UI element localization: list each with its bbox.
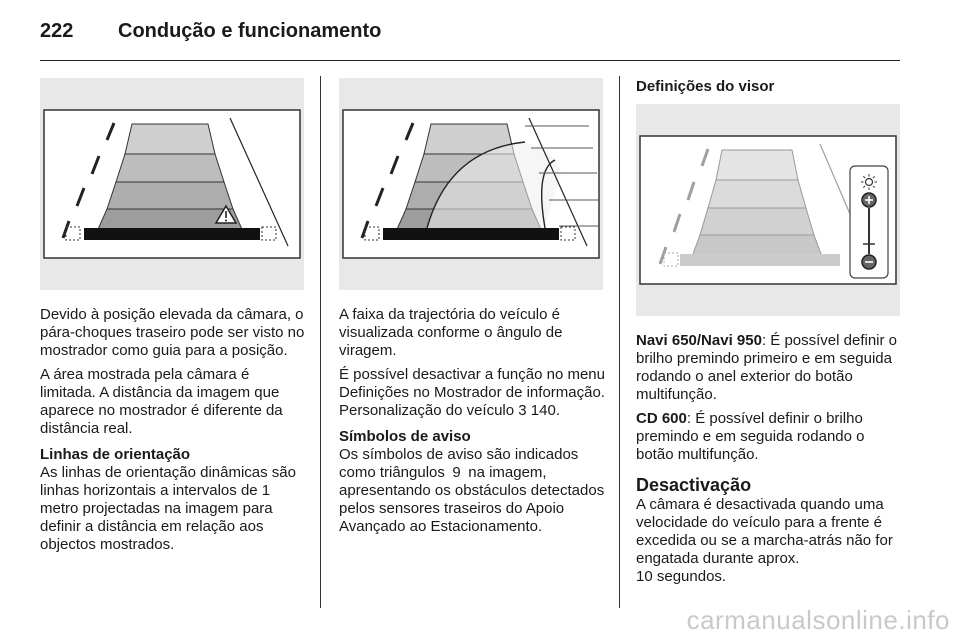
brightness-sun-icon bbox=[861, 174, 877, 190]
paragraph-deactivation: A câmara é desactivada quando uma veloci… bbox=[636, 496, 893, 567]
column-3-text: Navi 650/Navi 950: É possível definir o … bbox=[636, 332, 902, 592]
figure-guide-lines bbox=[40, 78, 304, 290]
figure-display-settings bbox=[636, 104, 900, 316]
warning-text-after: na imagem, apresentando os obstáculos de… bbox=[339, 464, 605, 535]
navi-brightness-text: : É possível definir o brilho premindo p… bbox=[636, 332, 898, 403]
paragraph-deactivation-time: 10 segundos. bbox=[636, 568, 727, 585]
heading-warning-symbols: Símbolos de aviso bbox=[339, 428, 471, 445]
disable-function-text: É possível desactivar a função no menu D… bbox=[339, 366, 605, 419]
column-divider-2 bbox=[619, 76, 620, 608]
warning-text-before: Os símbolos de aviso são indicados como … bbox=[339, 446, 579, 481]
heading-deactivation: Desactivação bbox=[636, 475, 752, 495]
column-divider-1 bbox=[320, 76, 321, 608]
label-cd600: CD 600 bbox=[636, 410, 687, 427]
paragraph-camera-area: A área mostrada pela câmara é limitada. … bbox=[40, 366, 283, 437]
watermark: carmanualsonline.info bbox=[686, 605, 950, 635]
paragraph-trajectory: A faixa da trajectória do veículo é visu… bbox=[339, 306, 563, 359]
page-reference-arrow-icon: 3 bbox=[518, 402, 527, 419]
column-2-text: A faixa da trajectória do veículo é visu… bbox=[339, 306, 605, 542]
paragraph-warning-symbols: Os símbolos de aviso são indicados como … bbox=[339, 446, 605, 536]
brightness-slider[interactable] bbox=[849, 165, 889, 279]
page-number: 222 bbox=[40, 20, 74, 42]
paragraph-guide-lines: As linhas de orientação dinâmicas são li… bbox=[40, 464, 296, 553]
heading-guide-lines: Linhas de orientação bbox=[40, 446, 191, 463]
paragraph-disable-function: É possível desactivar a função no menu D… bbox=[339, 366, 605, 420]
heading-display-settings: Definições do visor bbox=[636, 78, 775, 95]
page-reference-number: 140. bbox=[526, 402, 560, 419]
warning-triangle-icon bbox=[214, 204, 238, 224]
paragraph-camera-position: Devido à posição elevada da câmara, o pá… bbox=[40, 306, 305, 359]
page-header: 222 Condução e funcionamento bbox=[40, 14, 900, 61]
label-navi-models: Navi 650/Navi 950 bbox=[636, 332, 762, 349]
brightness-decrease-icon[interactable] bbox=[861, 254, 877, 270]
warning-triangle-icon: 9 bbox=[452, 464, 461, 481]
figure-trajectory bbox=[339, 78, 603, 290]
cd600-brightness-text: : É possível definir o brilho premindo e… bbox=[636, 410, 865, 463]
column-3-heading: Definições do visor bbox=[636, 78, 902, 96]
paragraph-navi-brightness: Navi 650/Navi 950: É possível definir o … bbox=[636, 332, 902, 404]
column-1-text: Devido à posição elevada da câmara, o pá… bbox=[40, 306, 306, 560]
brightness-increase-icon[interactable] bbox=[861, 192, 877, 208]
paragraph-cd600-brightness: CD 600: É possível definir o brilho prem… bbox=[636, 410, 902, 464]
section-title: Condução e funcionamento bbox=[118, 20, 382, 42]
